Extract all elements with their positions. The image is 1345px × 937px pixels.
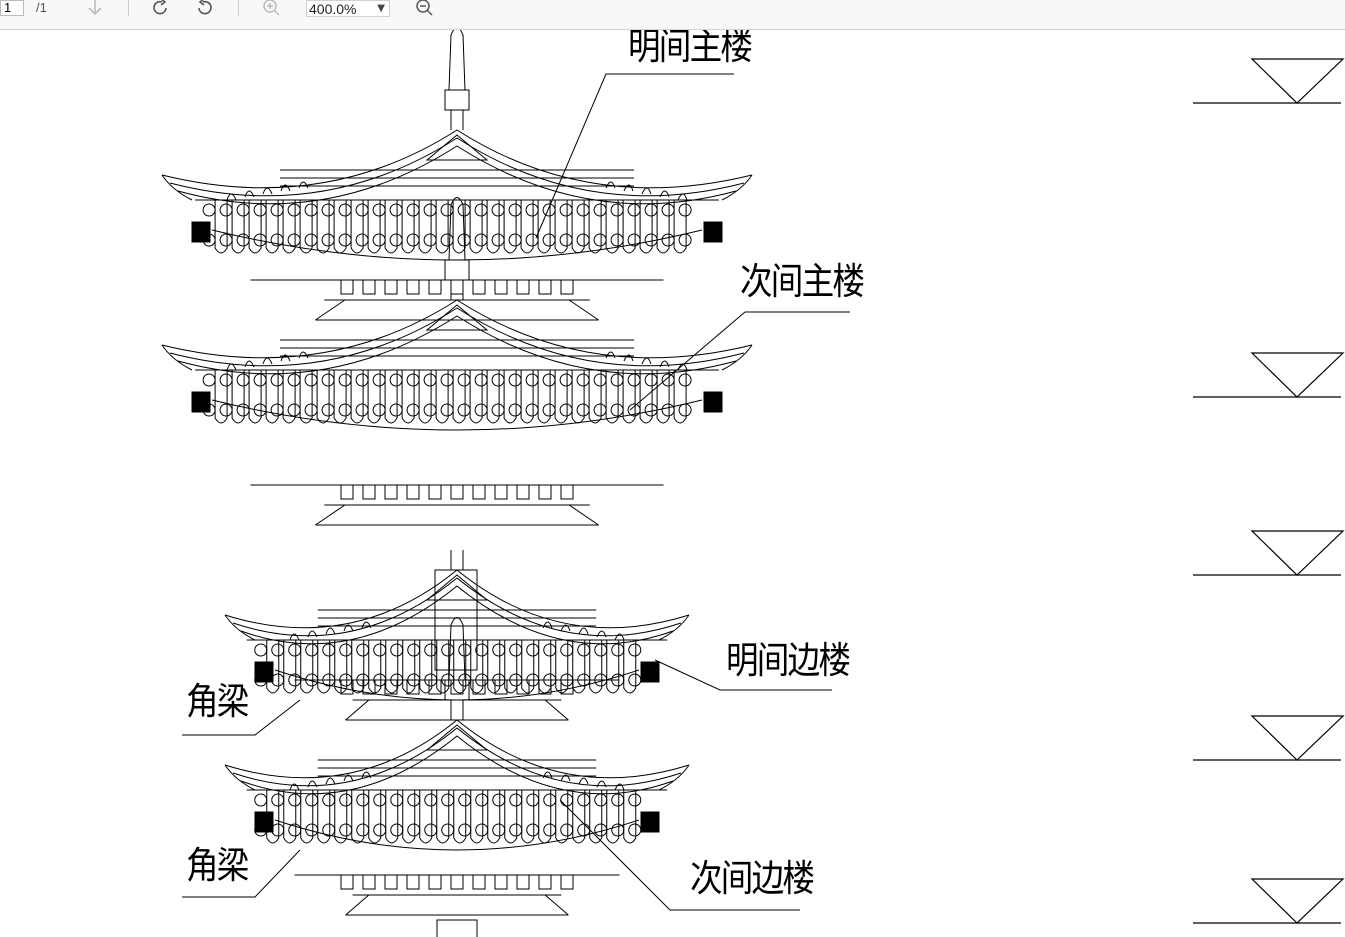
rotate-counterclockwise-icon[interactable]: [193, 0, 215, 18]
leader-side-center: [654, 659, 832, 691]
leader-side-side: [559, 799, 800, 911]
roof-main-second: [161, 197, 753, 526]
label-corner-beam-2: 角梁: [186, 844, 249, 887]
toolbar-separator: [238, 0, 239, 16]
roof-side-second: [224, 617, 690, 937]
page-number-input[interactable]: 1: [0, 0, 24, 16]
roof-side-top: [224, 550, 690, 721]
pagoda-elevation-drawing: [161, 30, 1345, 937]
down-arrow-icon[interactable]: [84, 0, 106, 18]
toolbar-separator: [128, 0, 129, 16]
leader-main-center: [535, 73, 734, 239]
label-main-center: 明间主楼: [628, 30, 753, 68]
page-total-label: /1: [36, 0, 47, 15]
label-corner-beam-1: 角梁: [186, 680, 249, 723]
zoom-value: 400.0%: [309, 1, 357, 17]
zoom-in-icon[interactable]: [261, 0, 283, 18]
leader-corner-beam-1: [182, 699, 301, 736]
elevation-marker: [1193, 878, 1345, 924]
elevation-marker: [1193, 715, 1345, 761]
label-side-center: 明间边楼: [726, 639, 851, 682]
chevron-down-icon: ▼: [377, 3, 385, 14]
label-side-side: 次间边楼: [690, 857, 815, 900]
elevation-marker: [1193, 530, 1345, 576]
zoom-dropdown[interactable]: 400.0% ▼: [306, 0, 390, 17]
zoom-out-icon[interactable]: [414, 0, 436, 18]
rotate-clockwise-icon[interactable]: [150, 0, 172, 18]
elevation-marker: [1193, 58, 1345, 104]
elevation-marker: [1193, 352, 1345, 398]
leader-main-side: [629, 311, 850, 411]
leader-lines: [182, 73, 850, 911]
leader-corner-beam-2: [182, 849, 301, 898]
elevation-markers: [1193, 58, 1345, 924]
viewer-toolbar: 1 /1 400.0% ▼: [0, 0, 1345, 30]
label-main-side: 次间主楼: [740, 260, 865, 303]
document-canvas[interactable]: 明间主楼 次间主楼 明间边楼 角梁 角梁 次间边楼: [0, 30, 1345, 937]
